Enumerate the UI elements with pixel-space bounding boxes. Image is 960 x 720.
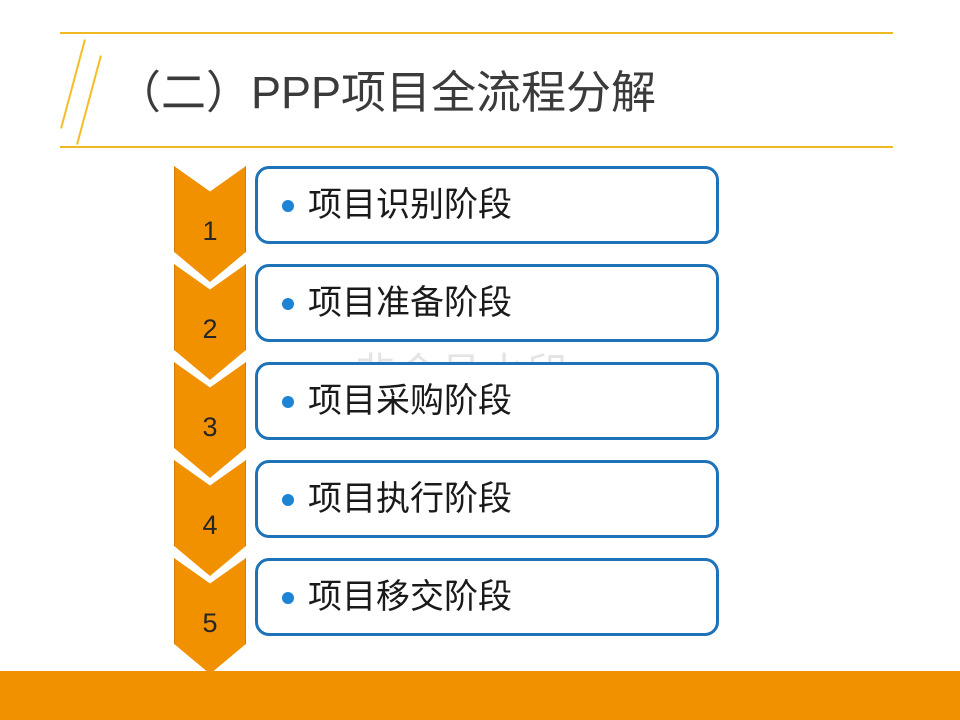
chevron-number-5: 5 [202, 607, 218, 638]
chevron-number-1: 1 [202, 215, 218, 246]
phase-box-4[interactable]: 项目执行阶段 [255, 460, 719, 538]
bullet-icon-3 [282, 396, 294, 408]
phase-label-3: 项目采购阶段 [308, 382, 512, 420]
chevron-number-column: 1 2 3 4 5 [174, 166, 246, 674]
title-rule-bottom [60, 146, 893, 148]
chevron-number-4: 4 [202, 509, 218, 540]
title-rule-top [60, 32, 893, 34]
phase-label-4: 项目执行阶段 [308, 480, 512, 518]
chevron-number-3: 3 [202, 411, 218, 442]
phase-box-3[interactable]: 项目采购阶段 [255, 362, 719, 440]
footer-accent-bar [0, 671, 960, 720]
phase-label-1: 项目识别阶段 [308, 186, 512, 224]
bullet-icon-4 [282, 494, 294, 506]
chevron-step-1: 1 [174, 166, 246, 282]
phase-label-5: 项目移交阶段 [308, 578, 512, 616]
bullet-icon-2 [282, 298, 294, 310]
bullet-icon-1 [282, 200, 294, 212]
chevron-number-2: 2 [202, 313, 218, 344]
page-title: （二）PPP项目全流程分解 [116, 66, 657, 118]
phase-box-2[interactable]: 项目准备阶段 [255, 264, 719, 342]
phase-box-5[interactable]: 项目移交阶段 [255, 558, 719, 636]
phase-label-2: 项目准备阶段 [308, 284, 512, 322]
phase-box-1[interactable]: 项目识别阶段 [255, 166, 719, 244]
bullet-icon-5 [282, 592, 294, 604]
